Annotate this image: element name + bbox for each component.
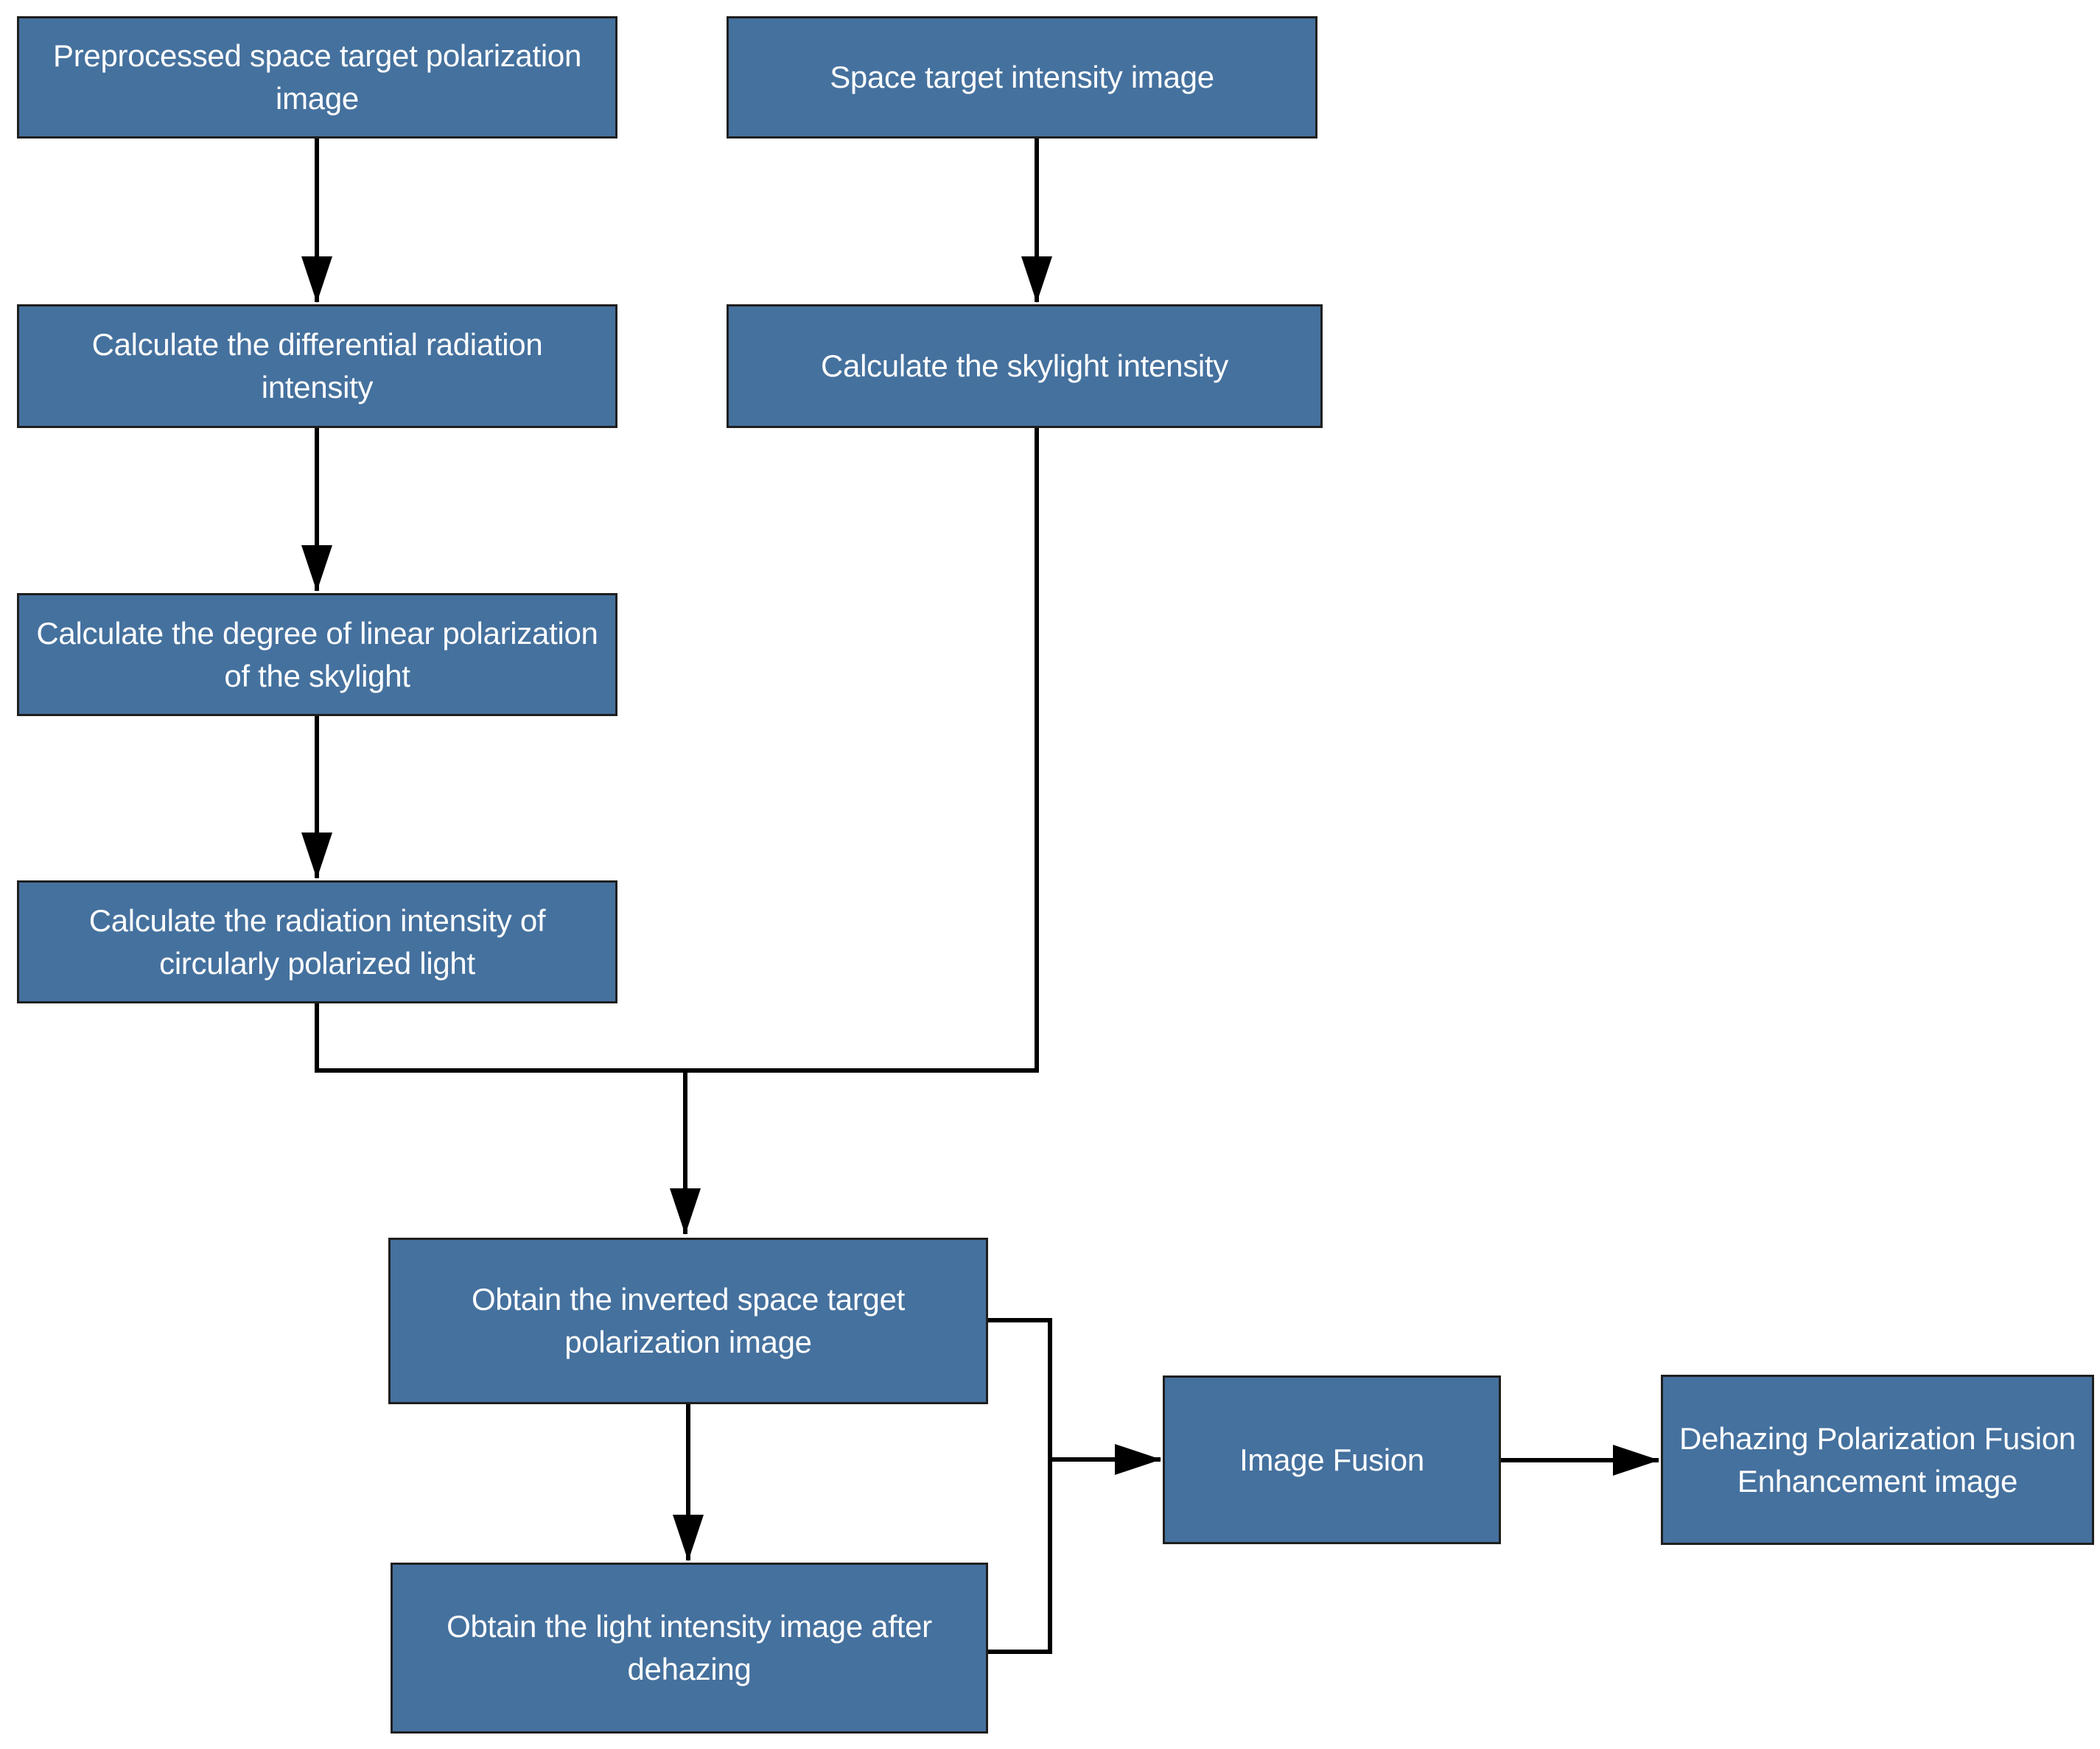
node-calculate-circular-polarized-radiation: Calculate the radiation intensity of cir… bbox=[17, 880, 617, 1003]
node-calculate-skylight-intensity: Calculate the skylight intensity bbox=[727, 304, 1323, 428]
node-image-fusion: Image Fusion bbox=[1163, 1375, 1501, 1544]
node-obtain-inverted-polarization-image: Obtain the inverted space target polariz… bbox=[388, 1238, 988, 1404]
node-label: Preprocessed space target polarization i… bbox=[52, 38, 582, 116]
node-label: Dehazing Polarization Fusion Enhancement… bbox=[1679, 1420, 2076, 1499]
node-obtain-dehazed-light-intensity-image: Obtain the light intensity image after d… bbox=[391, 1563, 988, 1734]
node-dehazing-fusion-enhancement-image: Dehazing Polarization Fusion Enhancement… bbox=[1661, 1375, 2094, 1545]
node-label: Obtain the inverted space target polariz… bbox=[471, 1282, 906, 1359]
bracket-inverted-and-dehazed bbox=[988, 1318, 1052, 1654]
node-calculate-differential-radiation-intensity: Calculate the differential radiation int… bbox=[17, 304, 617, 428]
node-space-target-intensity-image: Space target intensity image bbox=[727, 16, 1317, 139]
node-label: Calculate the skylight intensity bbox=[820, 348, 1228, 384]
node-label: Calculate the degree of linear polarizat… bbox=[36, 615, 598, 693]
node-label: Space target intensity image bbox=[830, 60, 1214, 95]
node-label: Calculate the radiation intensity of cir… bbox=[88, 902, 546, 981]
node-label: Obtain the light intensity image after d… bbox=[447, 1609, 932, 1686]
node-label: Image Fusion bbox=[1239, 1442, 1424, 1477]
node-label: Calculate the differential radiation int… bbox=[91, 327, 543, 404]
node-preprocessed-polarization-image: Preprocessed space target polarization i… bbox=[17, 16, 617, 139]
node-calculate-degree-linear-polarization: Calculate the degree of linear polarizat… bbox=[17, 593, 617, 716]
